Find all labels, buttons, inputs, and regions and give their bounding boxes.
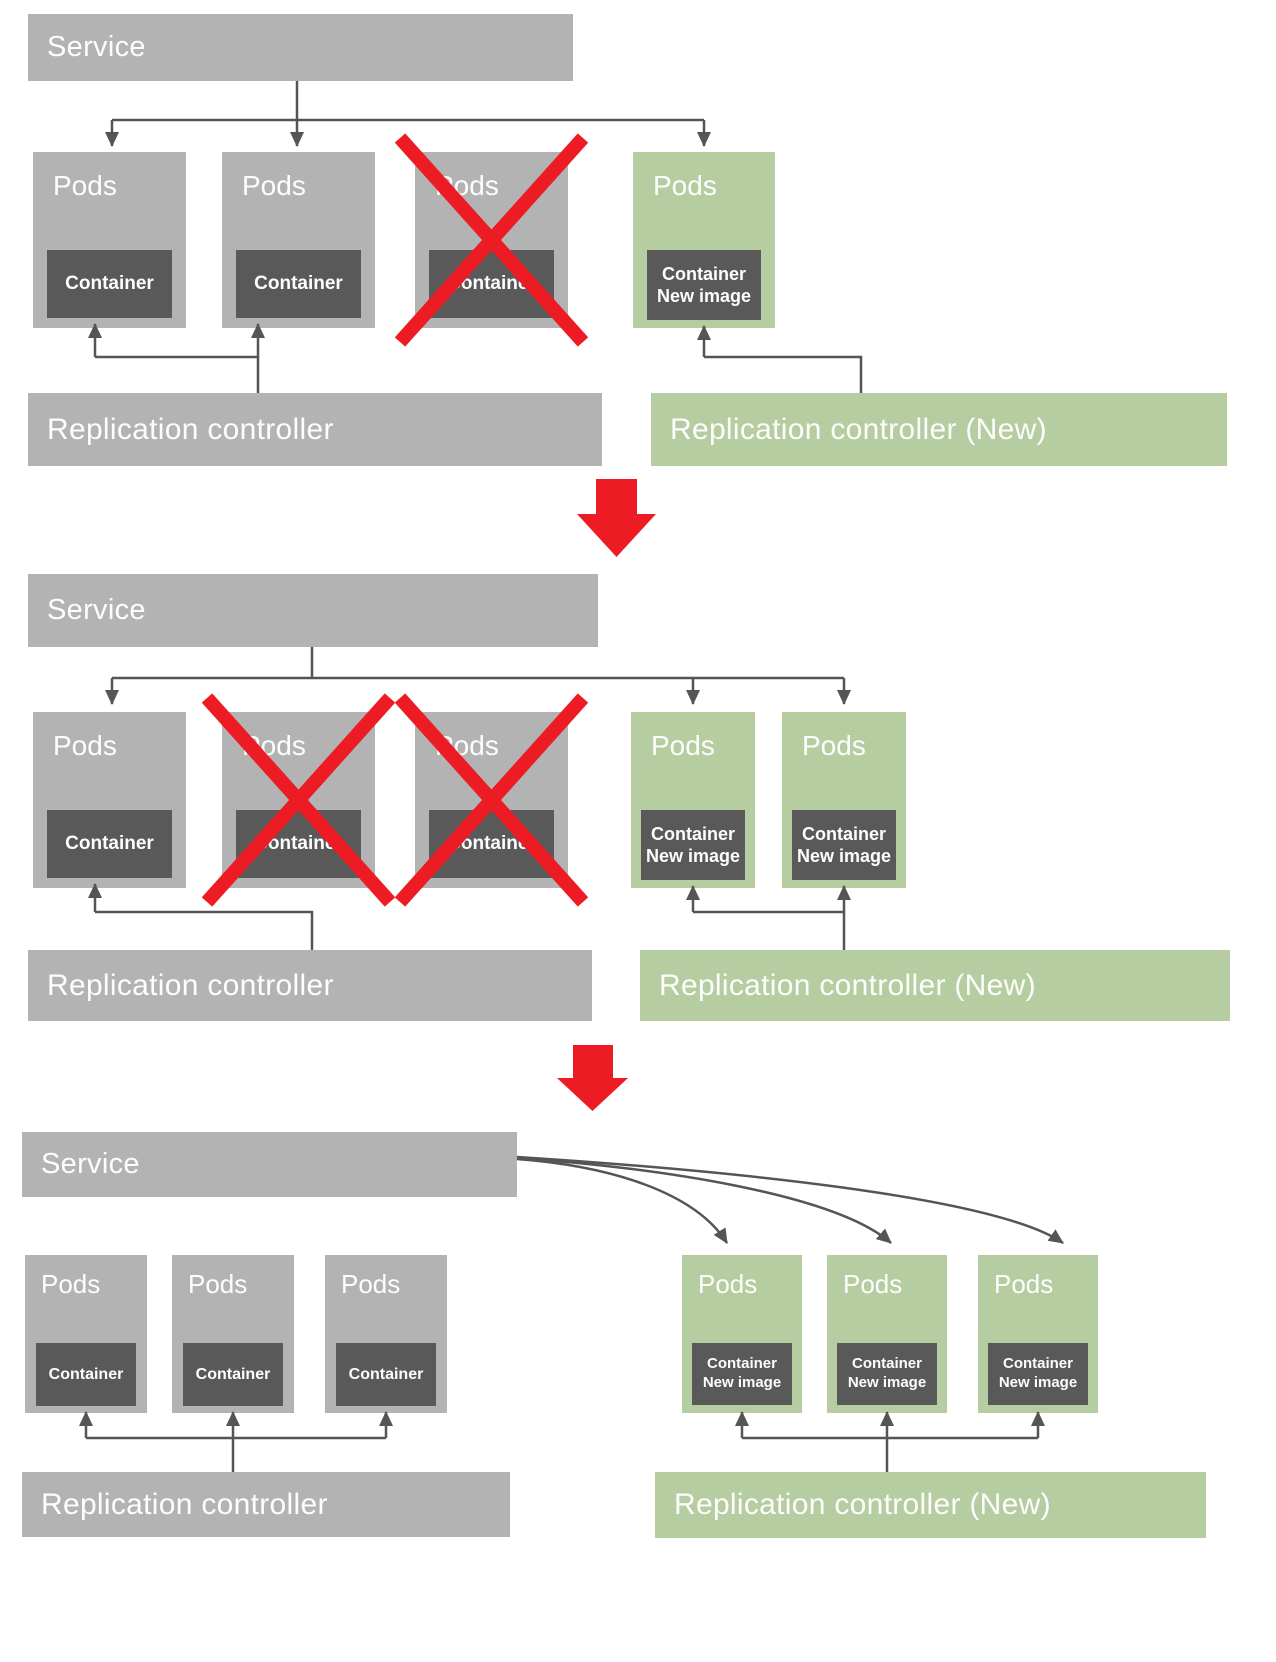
pod-box-new: Pods Container New image: [827, 1255, 947, 1413]
pod-box-terminated: Pods Container: [415, 152, 568, 328]
container-label: Container: [851, 1355, 922, 1373]
pod-label: Pods: [653, 170, 717, 201]
pod-box: Pods Container: [25, 1255, 147, 1413]
service-label: Service: [47, 31, 146, 63]
pod-box-new: Pods Container New image: [633, 152, 775, 328]
replication-controller-box: Replication controller: [28, 393, 602, 466]
container-new-image-box: Container New image: [692, 1343, 792, 1405]
container-label: Container: [254, 273, 343, 295]
container-box: Container: [47, 250, 172, 318]
replication-controller-label: Replication controller: [41, 1487, 328, 1521]
container-label: Container: [48, 1365, 124, 1383]
pod-box: Pods Container: [222, 152, 375, 328]
pod-label: Pods: [651, 730, 715, 761]
replication-controller-new-label: Replication controller (New): [659, 968, 1036, 1002]
replication-controller-box: Replication controller: [22, 1472, 510, 1537]
pod-box-terminated: Pods Container: [415, 712, 568, 888]
service-box: Service: [28, 14, 573, 81]
container-label: Container: [650, 823, 735, 844]
service-label: Service: [41, 1148, 140, 1180]
new-image-label: New image: [998, 1374, 1078, 1391]
container-label: Container: [65, 273, 154, 295]
pod-label: Pods: [53, 730, 117, 761]
pod-label: Pods: [242, 170, 306, 201]
pod-box-new: Pods Container New image: [978, 1255, 1098, 1413]
pod-label: Pods: [698, 1269, 758, 1299]
container-box: Container: [36, 1343, 136, 1406]
container-box: Container: [236, 250, 361, 318]
replication-controller-new-box: Replication controller (New): [640, 950, 1230, 1021]
container-label: Container: [706, 1355, 777, 1373]
container-label: Container: [195, 1365, 271, 1383]
container-new-image-box: Container New image: [792, 810, 896, 880]
container-label: Container: [1002, 1355, 1073, 1373]
pod-label: Pods: [53, 170, 117, 201]
pod-label: Pods: [41, 1269, 101, 1299]
pod-box: Pods Container: [325, 1255, 447, 1413]
container-box: Container: [429, 810, 554, 878]
container-new-image-box: Container New image: [837, 1343, 937, 1405]
container-box: Container: [183, 1343, 283, 1406]
new-image-label: New image: [645, 846, 741, 866]
pod-label: Pods: [435, 730, 499, 761]
pod-box-new: Pods Container New image: [631, 712, 755, 888]
container-box: Container: [336, 1343, 436, 1406]
new-image-label: New image: [847, 1374, 927, 1391]
replication-controller-new-label: Replication controller (New): [670, 412, 1047, 446]
pod-label: Pods: [242, 730, 306, 761]
pod-box: Pods Container: [33, 712, 186, 888]
container-new-image-box: Container New image: [641, 810, 745, 880]
new-image-label: New image: [656, 286, 752, 306]
container-label: Container: [447, 273, 536, 295]
container-label: Container: [348, 1365, 424, 1383]
container-box: Container: [236, 810, 361, 878]
container-label: Container: [254, 833, 343, 855]
container-box: Container: [47, 810, 172, 878]
service-box: Service: [22, 1132, 517, 1197]
replication-controller-new-box: Replication controller (New): [651, 393, 1227, 466]
pod-label: Pods: [843, 1269, 903, 1299]
container-label: Container: [801, 823, 886, 844]
pod-box: Pods Container: [33, 152, 186, 328]
pod-label: Pods: [994, 1269, 1054, 1299]
container-label: Container: [65, 833, 154, 855]
pod-box: Pods Container: [172, 1255, 294, 1413]
container-label: Container: [447, 833, 536, 855]
container-box: Container: [429, 250, 554, 318]
replication-controller-box: Replication controller: [28, 950, 592, 1021]
service-box: Service: [28, 574, 598, 647]
pod-label: Pods: [341, 1269, 401, 1299]
replication-controller-label: Replication controller: [47, 412, 334, 446]
pod-label: Pods: [188, 1269, 248, 1299]
new-image-label: New image: [796, 846, 892, 866]
service-label: Service: [47, 594, 146, 626]
replication-controller-new-box: Replication controller (New): [655, 1472, 1206, 1538]
container-new-image-box: Container New image: [647, 250, 761, 320]
container-new-image-box: Container New image: [988, 1343, 1088, 1405]
pod-label: Pods: [435, 170, 499, 201]
pod-box-new: Pods Container New image: [682, 1255, 802, 1413]
pod-box-new: Pods Container New image: [782, 712, 906, 888]
pod-label: Pods: [802, 730, 866, 761]
container-label: Container: [661, 263, 746, 284]
replication-controller-label: Replication controller: [47, 968, 334, 1002]
new-image-label: New image: [702, 1374, 782, 1391]
replication-controller-new-label: Replication controller (New): [674, 1488, 1051, 1521]
pod-box-terminated: Pods Container: [222, 712, 375, 888]
